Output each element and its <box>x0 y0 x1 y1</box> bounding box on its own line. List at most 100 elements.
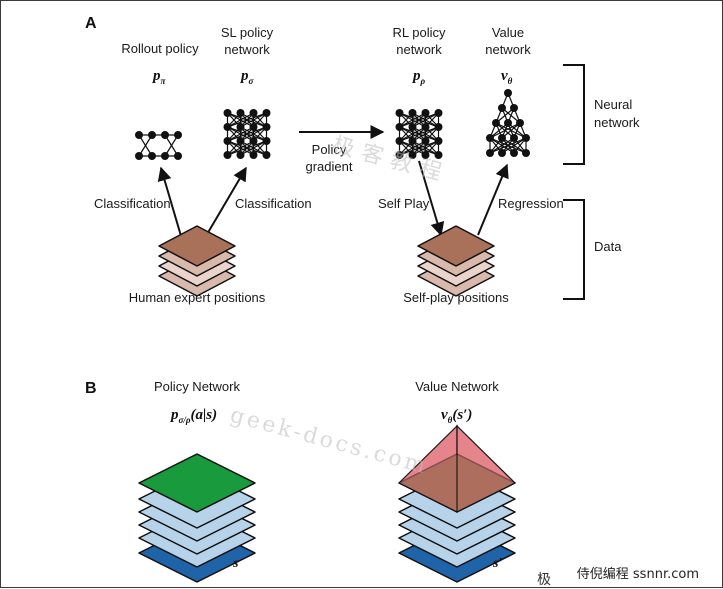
panel-label-b: B <box>85 380 97 397</box>
value-formula: vθ(s′) <box>441 407 472 425</box>
network-node <box>421 109 430 117</box>
network-node <box>510 104 518 112</box>
network-node <box>498 104 506 112</box>
value-network-icon <box>486 89 530 157</box>
network-edge <box>164 134 179 157</box>
value-symbol: vθ <box>501 68 513 86</box>
network-node <box>223 109 232 117</box>
network-edge <box>412 140 439 156</box>
network-node <box>236 151 245 159</box>
network-edge <box>399 126 439 142</box>
network-node <box>434 123 443 131</box>
value-network-b-title: Value Network <box>415 379 499 394</box>
network-node <box>421 123 430 131</box>
classification-arrow-left <box>157 166 182 237</box>
network-node <box>408 123 417 131</box>
network-edge <box>227 140 267 156</box>
network-node <box>174 131 182 139</box>
network-node <box>395 109 404 117</box>
network-node <box>249 151 258 159</box>
network-node <box>249 123 258 131</box>
network-edge <box>412 126 439 142</box>
data-label: Data <box>594 239 622 254</box>
policy-network-title: Policy Network <box>154 379 240 394</box>
network-node <box>522 134 530 142</box>
network-node <box>408 151 417 159</box>
board-layer <box>417 225 495 267</box>
network-node <box>516 119 524 127</box>
policy-formula: pσ/ρ(a|s) <box>169 407 217 425</box>
network-edge <box>489 137 527 154</box>
network-node <box>395 151 404 159</box>
network-node <box>148 152 156 160</box>
network-node <box>510 134 518 142</box>
self-play-arrow <box>418 160 445 237</box>
network-node <box>504 89 512 97</box>
network-node <box>434 109 443 117</box>
network-node <box>223 137 232 145</box>
network-node <box>135 152 143 160</box>
network-node <box>223 151 232 159</box>
rollout-title-line-1: Rollout policy <box>121 41 199 56</box>
network-node <box>498 134 506 142</box>
network-edge <box>227 112 267 128</box>
sl-title-line-1: SL policy <box>221 25 274 40</box>
sl-symbol: pσ <box>239 68 255 86</box>
policy-network-stack <box>138 453 256 583</box>
value-network-stack <box>397 424 517 583</box>
network-node <box>408 137 417 145</box>
data-bracket <box>563 199 585 300</box>
watermark-cn: 极客教程 <box>329 133 451 188</box>
rl-title-line-2: network <box>396 42 442 57</box>
sl-title-line-2: network <box>224 42 270 57</box>
output-layer <box>138 453 256 513</box>
rl-title-line-1: RL policy <box>393 25 446 40</box>
network-edge <box>489 137 515 154</box>
network-edge <box>138 134 153 157</box>
self-play-positions-stack <box>417 225 495 297</box>
network-edge <box>227 112 254 128</box>
network-node <box>249 137 258 145</box>
value-title-line-2: network <box>485 42 531 57</box>
watermark-fragment: 极 <box>537 572 551 588</box>
network-edge <box>489 122 521 139</box>
network-node <box>395 123 404 131</box>
value-network-title: Value network <box>485 25 531 57</box>
network-edge <box>399 140 426 156</box>
neural-network-label-1: Neural <box>594 97 632 112</box>
network-node <box>262 151 271 159</box>
network-node <box>236 137 245 145</box>
network-node <box>135 131 143 139</box>
rl-policy-title: RL policy network <box>393 25 446 57</box>
network-node <box>161 152 169 160</box>
network-node <box>486 134 494 142</box>
network-node <box>262 137 271 145</box>
regression-arrow <box>477 163 509 236</box>
network-edge <box>240 126 267 142</box>
network-edge <box>399 140 439 156</box>
value-input-label: s′ <box>492 556 502 571</box>
classification-arrow-right <box>205 166 247 237</box>
sl-network-icon <box>223 109 271 159</box>
network-node <box>262 109 271 117</box>
network-node <box>161 131 169 139</box>
network-edge <box>501 137 527 154</box>
network-node <box>249 109 258 117</box>
neural-network-label-2: network <box>594 115 640 130</box>
network-node <box>236 123 245 131</box>
network-edge <box>399 112 439 128</box>
human-positions-label: Human expert positions <box>129 290 266 305</box>
self-play-positions-label: Self-play positions <box>403 290 509 305</box>
network-node <box>421 137 430 145</box>
network-node <box>486 149 494 157</box>
network-edge <box>227 126 254 142</box>
rl-symbol: pρ <box>411 68 426 86</box>
pyramid-face <box>456 424 517 513</box>
network-edge <box>412 112 439 128</box>
network-node <box>408 109 417 117</box>
rollout-symbol: pπ <box>151 68 167 86</box>
network-node <box>223 123 232 131</box>
network-edge <box>240 112 267 128</box>
